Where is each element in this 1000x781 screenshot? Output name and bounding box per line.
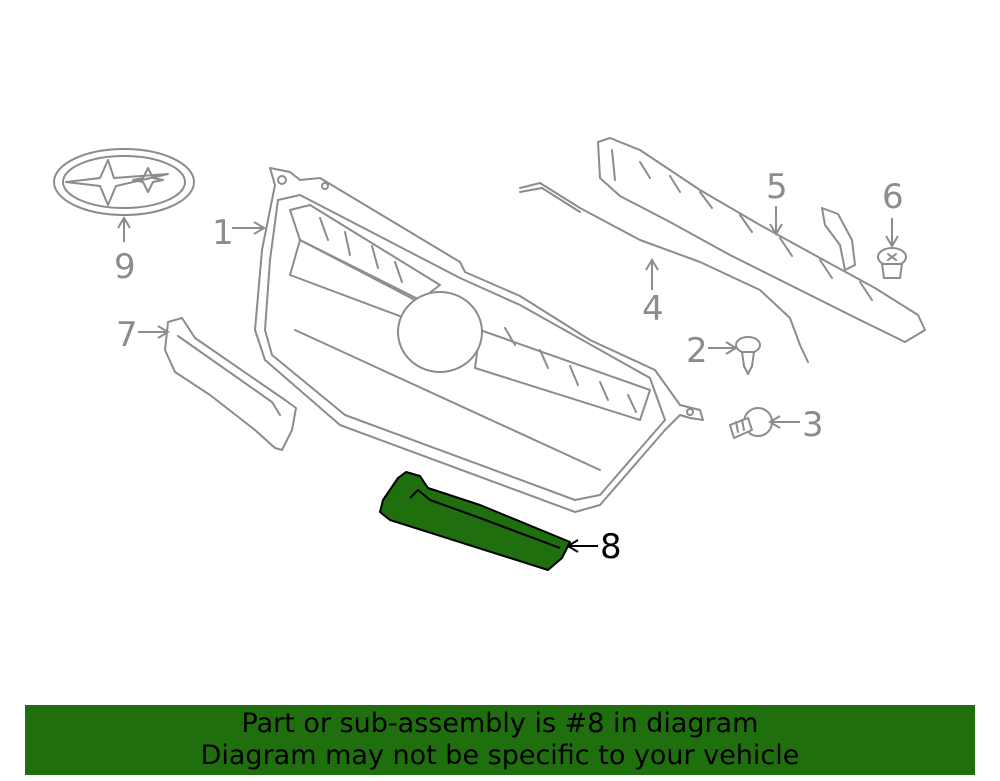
- seal-strip-part: [519, 182, 809, 363]
- callout-5: 5: [766, 167, 788, 207]
- emblem-part: [53, 148, 195, 216]
- callout-1: 1: [212, 213, 234, 253]
- callout-7: 7: [116, 315, 138, 355]
- callout-3: 3: [802, 405, 824, 445]
- bracket-part: [597, 137, 926, 343]
- grille-part: [254, 167, 704, 513]
- push-clip-part: [735, 336, 761, 375]
- banner-line-part: Part or sub-assembly is #8 in diagram: [241, 708, 759, 739]
- bolt-part: [729, 407, 773, 439]
- callout-9: 9: [114, 247, 136, 287]
- callout-4: 4: [642, 289, 664, 329]
- info-banner: Part or sub-assembly is #8 in diagram Di…: [25, 705, 975, 775]
- callout-8: 8: [600, 527, 622, 567]
- callout-2: 2: [686, 331, 708, 371]
- trim-strip-part: [164, 317, 297, 451]
- clip-part: [877, 247, 907, 279]
- banner-line-disclaimer: Diagram may not be specific to your vehi…: [200, 740, 800, 771]
- lower-trim-part-highlighted: [379, 471, 571, 571]
- parts-diagram: 9 1 7 4 5: [53, 137, 926, 571]
- callout-6: 6: [882, 177, 904, 217]
